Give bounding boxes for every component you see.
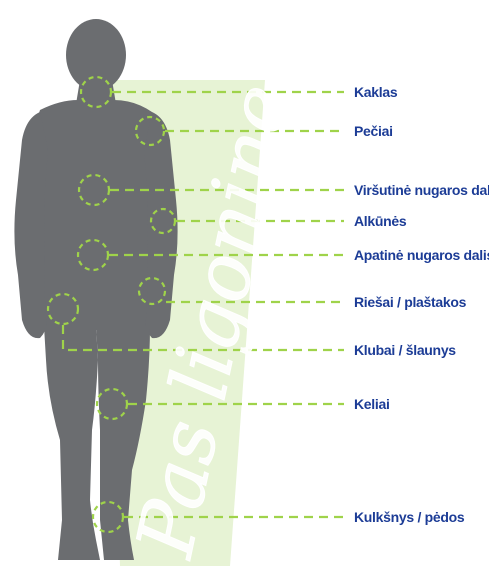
label-klubai-slaunys: Klubai / šlaunys — [354, 342, 456, 358]
label-kaklas: Kaklas — [354, 84, 397, 100]
label-virsutine-nugaros-dalis: Viršutinė nugaros dalis — [354, 182, 489, 198]
label-riesai-plastakos: Riešai / plaštakos — [354, 294, 466, 310]
label-kulksnys-pedos: Kulkšnys / pėdos — [354, 509, 464, 525]
label-peciai: Pečiai — [354, 123, 393, 139]
label-alkunes: Alkūnės — [354, 213, 406, 229]
label-apatine-nugaros-dalis: Apatinė nugaros dalis — [354, 247, 489, 263]
label-keliai: Keliai — [354, 396, 390, 412]
